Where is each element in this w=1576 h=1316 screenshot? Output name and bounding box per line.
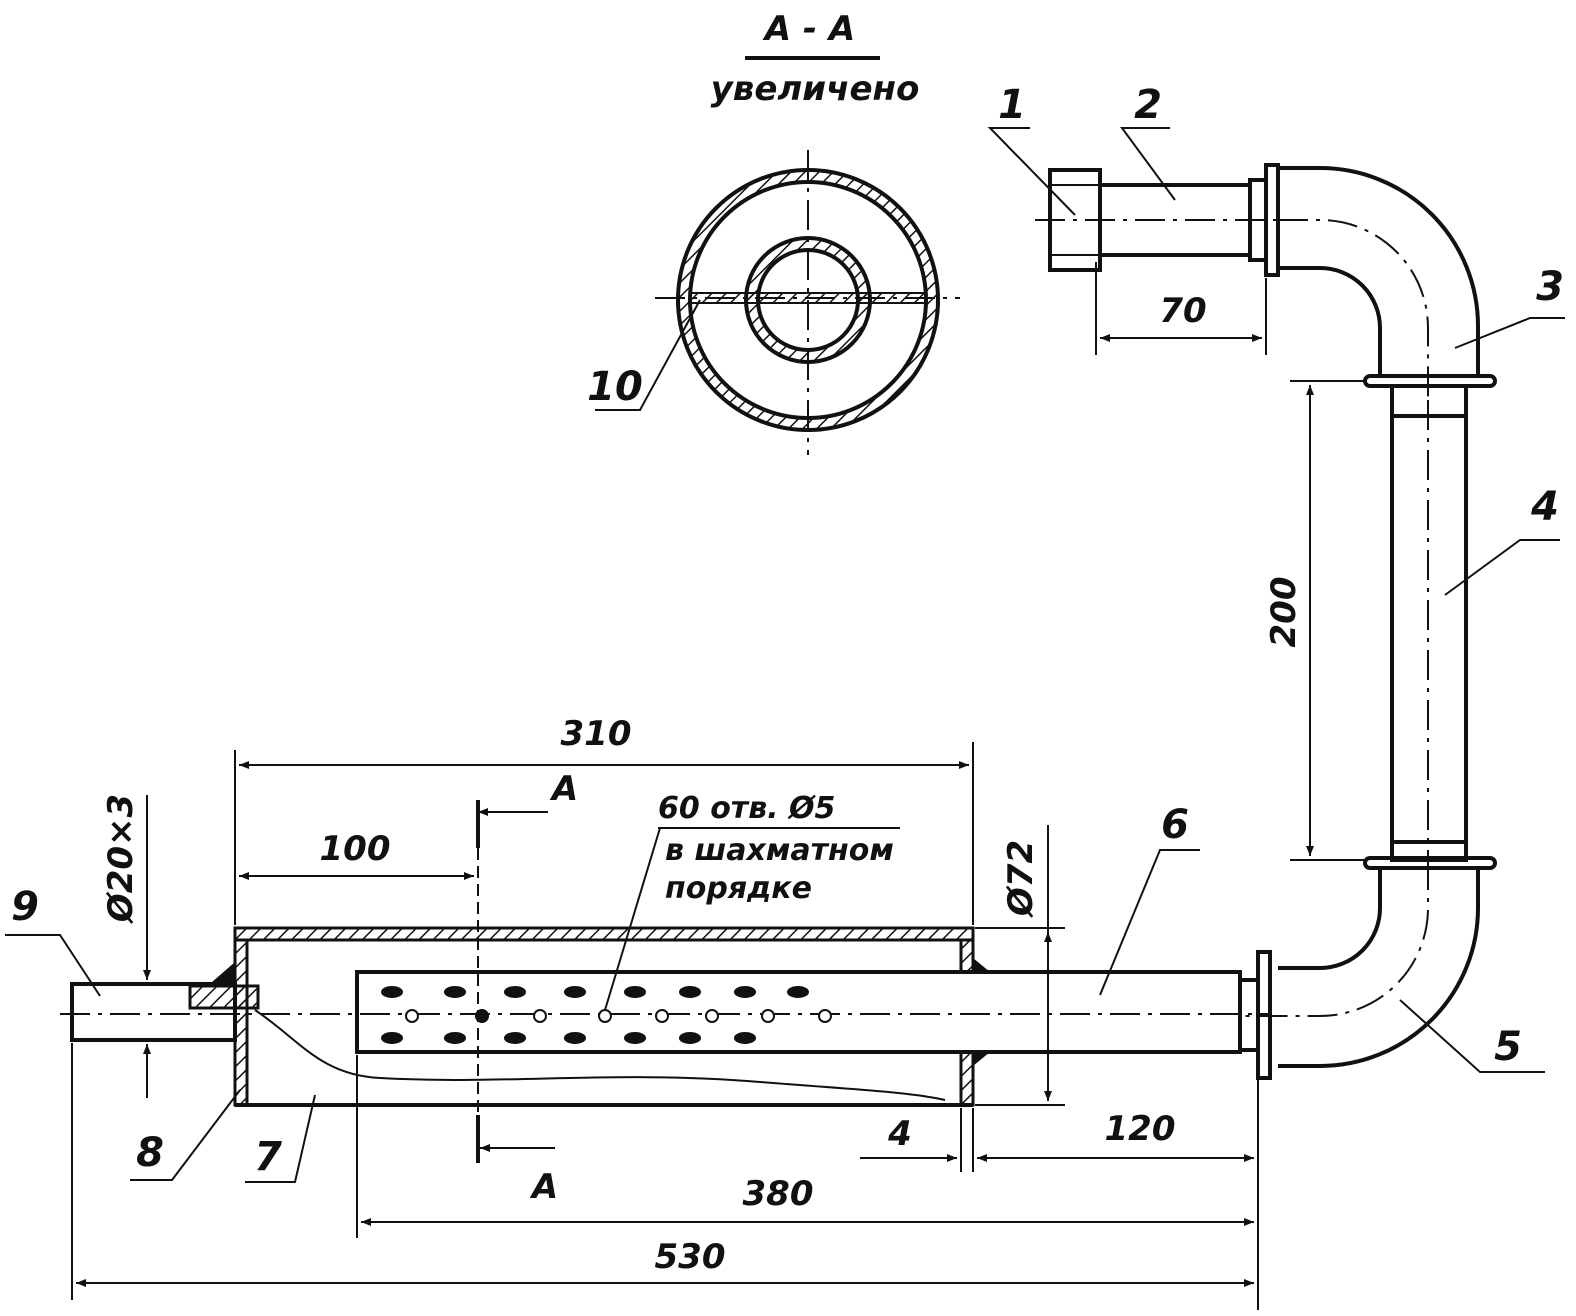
- hole-note-line2: в шахматном: [665, 833, 894, 868]
- part-number-3: 3: [1536, 264, 1564, 310]
- casing-right-cap-top: [959, 938, 975, 974]
- section-mark-bottom: А: [529, 1167, 558, 1207]
- part-number-7: 7: [254, 1134, 282, 1180]
- elbow-5: 5: [1240, 856, 1545, 1080]
- section-mark-top: А: [549, 769, 578, 809]
- dim-380: 380: [743, 1174, 814, 1214]
- section-title: А - А: [762, 9, 855, 49]
- part-number-1: 1: [998, 82, 1026, 128]
- perforation-holes-axis: [405, 1009, 832, 1023]
- part-number-8: 8: [136, 1130, 164, 1176]
- insert-8: [188, 984, 260, 1010]
- leader-1: [987, 127, 1076, 216]
- leader-4: [1444, 539, 1560, 596]
- dim-d72: Ø72: [1001, 840, 1041, 918]
- dim-530: 530: [655, 1237, 726, 1277]
- hole-note-line1: 60 отв. Ø5: [658, 791, 835, 826]
- dim-4: 4: [887, 1114, 912, 1154]
- hole-note-line3: порядке: [665, 871, 812, 906]
- dim-310: 310: [561, 714, 632, 754]
- dim-70: 70: [1159, 291, 1206, 331]
- perforation-holes: [381, 986, 809, 1044]
- inner-pipe-6: 6: [60, 802, 1270, 1054]
- section-cut-marks: А А: [476, 769, 578, 1207]
- section-view: А - А увеличено 10: [587, 9, 960, 455]
- leader-8: [130, 1089, 241, 1181]
- part-number-6: 6: [1161, 802, 1189, 848]
- leader-5: [1399, 999, 1545, 1073]
- part-number-9: 9: [11, 884, 39, 930]
- casing-right-cap-bottom: [959, 1050, 975, 1107]
- leader-6: [1099, 849, 1200, 996]
- pipe-4: 4 200: [1264, 380, 1560, 870]
- break-line: [254, 1009, 946, 1101]
- part-number-5: 5: [1494, 1024, 1522, 1070]
- hole-note-leader: [604, 827, 661, 1011]
- dimensions: 310 100 Ø72 4 120 380 530: [71, 714, 1259, 1310]
- leader-9: [5, 934, 101, 997]
- leader-7: [245, 1094, 316, 1183]
- part-number-10: 10: [587, 364, 643, 410]
- leader-10: [595, 299, 701, 411]
- dim-d20x3: Ø20×3: [101, 794, 141, 924]
- dim-200: 200: [1264, 577, 1304, 648]
- section-subtitle: увеличено: [711, 69, 920, 109]
- inlet-assembly: 9 8 Ø20×3: [5, 794, 260, 1181]
- leader-3: [1454, 317, 1565, 349]
- part-number-4: 4: [1530, 484, 1559, 530]
- dim-120: 120: [1105, 1109, 1176, 1149]
- dim-100: 100: [320, 829, 391, 869]
- hole-note: 60 отв. Ø5 в шахматном порядке: [604, 791, 900, 1011]
- elbow-3: 3: [1278, 166, 1565, 400]
- inlet-pipe-9: [70, 982, 237, 1042]
- outer-casing-7: 7: [212, 926, 990, 1183]
- casing-top-wall: [233, 926, 975, 942]
- flange-lower: [1363, 856, 1497, 870]
- outlet-assembly: 1 2 70: [987, 82, 1300, 355]
- part-number-2: 2: [1134, 82, 1162, 128]
- leader-2: [1120, 127, 1176, 201]
